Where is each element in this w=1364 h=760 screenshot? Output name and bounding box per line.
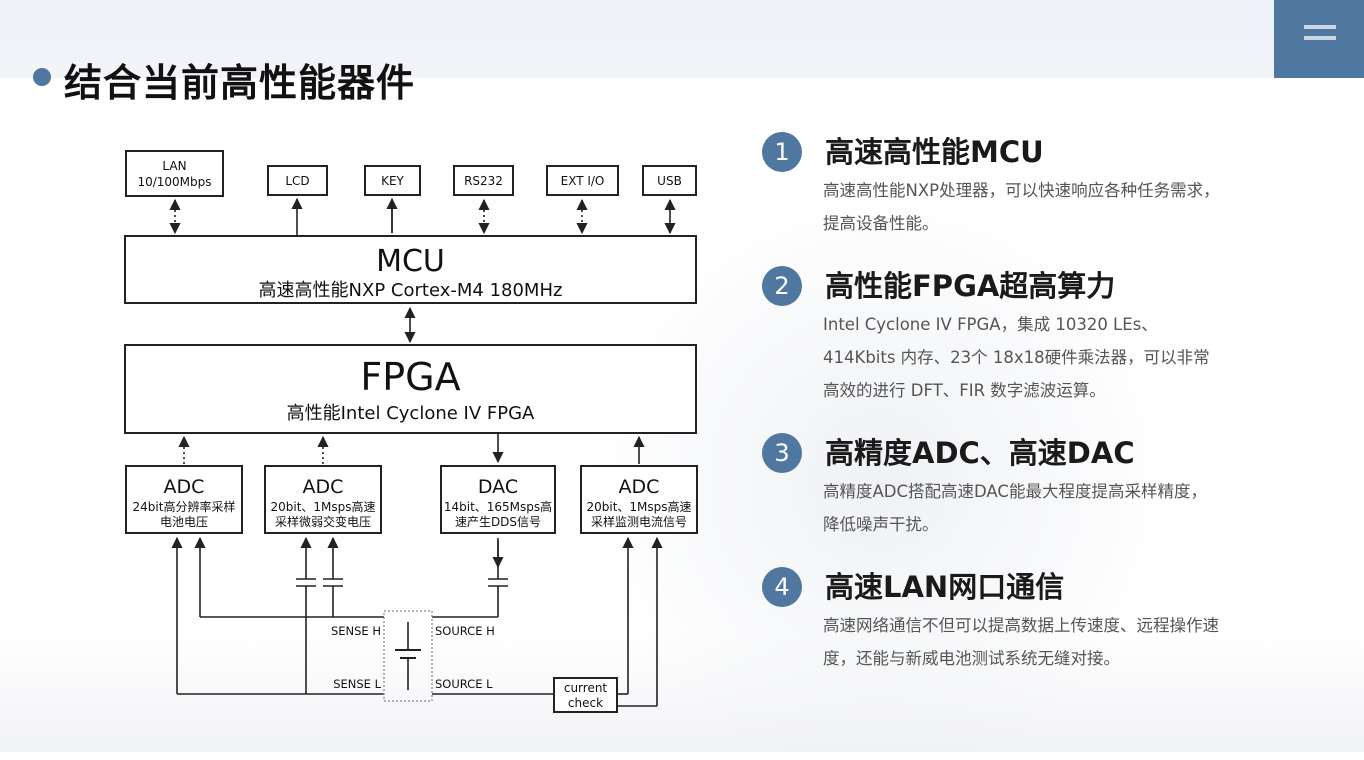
adc-desc-line1: 24bit高分辨率采样 xyxy=(133,499,236,514)
adc-box-current: ADC 20bit、1Msps高速 采样监测电流信号 xyxy=(580,465,698,534)
feature-description: 高精度ADC搭配高速DAC能最大程度提高采样精度，降低噪声干扰。 xyxy=(823,482,1207,534)
usb-label: USB xyxy=(657,174,682,188)
adc-desc-line1: 20bit、1Msps高速 xyxy=(270,499,375,514)
ext-io-label: EXT I/O xyxy=(561,174,605,188)
source-h-label: SOURCE H xyxy=(435,624,495,638)
fpga-subtitle: 高性能Intel Cyclone IV FPGA xyxy=(287,403,535,424)
key-box: KEY xyxy=(364,165,421,196)
title-bullet-icon xyxy=(33,68,51,86)
lcd-label: LCD xyxy=(285,174,309,188)
fpga-title: FPGA xyxy=(360,355,460,399)
dac-box: DAC 14bit、165Msps高 速产生DDS信号 xyxy=(440,465,556,534)
hamburger-icon-bar xyxy=(1304,36,1336,40)
feature-title: 高速高性能MCU xyxy=(825,135,1044,169)
feature-item: 2 高性能FPGA超高算力 Intel Cyclone IV FPGA，集成 1… xyxy=(762,266,1222,411)
current-check-line2: check xyxy=(568,696,603,710)
capacitor-icon xyxy=(488,578,508,587)
mcu-title: MCU xyxy=(376,244,445,279)
ext-io-box: EXT I/O xyxy=(546,165,619,196)
menu-button[interactable] xyxy=(1274,0,1364,78)
page-title: 结合当前高性能器件 xyxy=(64,61,416,105)
feature-number-badge: 2 xyxy=(762,266,802,306)
dac-desc-line1: 14bit、165Msps高 xyxy=(444,499,552,514)
adc-desc-line1: 20bit、1Msps高速 xyxy=(586,499,691,514)
dac-title: DAC xyxy=(478,476,518,498)
lcd-box: LCD xyxy=(267,165,328,196)
adc-desc-line2: 采样监测电流信号 xyxy=(591,514,687,529)
background-fade xyxy=(0,632,1364,752)
feature-description: Intel Cyclone IV FPGA，集成 10320 LEs、414Kb… xyxy=(823,315,1210,400)
feature-item: 1 高速高性能MCU 高速高性能NXP处理器，可以快速响应各种任务需求，提高设备… xyxy=(762,132,1222,242)
adc-box-battery: ADC 24bit高分辨率采样 电池电压 xyxy=(125,465,243,534)
feature-number-badge: 3 xyxy=(762,433,802,473)
adc-desc-line2: 电池电压 xyxy=(160,515,208,529)
sense-h-label: SENSE H xyxy=(331,624,381,638)
feature-title: 高性能FPGA超高算力 xyxy=(825,269,1116,303)
capacitor-icon xyxy=(323,578,343,587)
circuit-wiring xyxy=(171,536,663,707)
feature-title: 高精度ADC、高速DAC xyxy=(825,436,1135,470)
feature-item: 4 高速LAN网口通信 高速网络通信不但可以提高数据上传速度、远程操作速度，还能… xyxy=(762,567,1222,677)
feature-description: 高速高性能NXP处理器，可以快速响应各种任务需求，提高设备性能。 xyxy=(823,181,1220,233)
rs232-box: RS232 xyxy=(453,165,514,196)
feature-description: 高速网络通信不但可以提高数据上传速度、远程操作速度，还能与新威电池测试系统无缝对… xyxy=(823,616,1219,668)
source-l-label: SOURCE L xyxy=(435,677,493,691)
current-check-box: current check xyxy=(553,677,618,713)
dac-desc-line2: 速产生DDS信号 xyxy=(455,515,541,529)
mcu-subtitle: 高速高性能NXP Cortex-M4 180MHz xyxy=(259,280,563,301)
rs232-label: RS232 xyxy=(464,174,503,188)
adc-title: ADC xyxy=(164,476,205,498)
adc-box-ac: ADC 20bit、1Msps高速 采样微弱交变电压 xyxy=(264,465,382,534)
feature-item: 3 高精度ADC、高速DAC 高精度ADC搭配高速DAC能最大程度提高采样精度，… xyxy=(762,433,1222,543)
usb-box: USB xyxy=(642,165,697,196)
adc-title: ADC xyxy=(303,476,344,498)
adc-title: ADC xyxy=(619,476,660,498)
battery-icon xyxy=(383,610,433,702)
capacitor-icon xyxy=(296,578,316,587)
feature-number-badge: 4 xyxy=(762,567,802,607)
lan-box: LAN 10/100Mbps xyxy=(125,150,224,197)
header-band xyxy=(0,0,1364,78)
mcu-box: MCU 高速高性能NXP Cortex-M4 180MHz xyxy=(124,235,697,304)
feature-number-badge: 1 xyxy=(762,132,802,172)
adc-desc-line2: 采样微弱交变电压 xyxy=(275,514,371,529)
fpga-box: FPGA 高性能Intel Cyclone IV FPGA xyxy=(124,344,697,434)
current-check-line1: current xyxy=(564,681,608,695)
block-diagram: LAN 10/100Mbps LCD KEY RS232 EXT I/O USB… xyxy=(124,150,698,713)
hamburger-icon xyxy=(1304,25,1336,29)
lan-label: LAN xyxy=(162,159,186,173)
sense-l-label: SENSE L xyxy=(333,677,381,691)
lan-speed-label: 10/100Mbps xyxy=(137,175,211,189)
feature-title: 高速LAN网口通信 xyxy=(825,570,1065,604)
key-label: KEY xyxy=(381,174,404,188)
